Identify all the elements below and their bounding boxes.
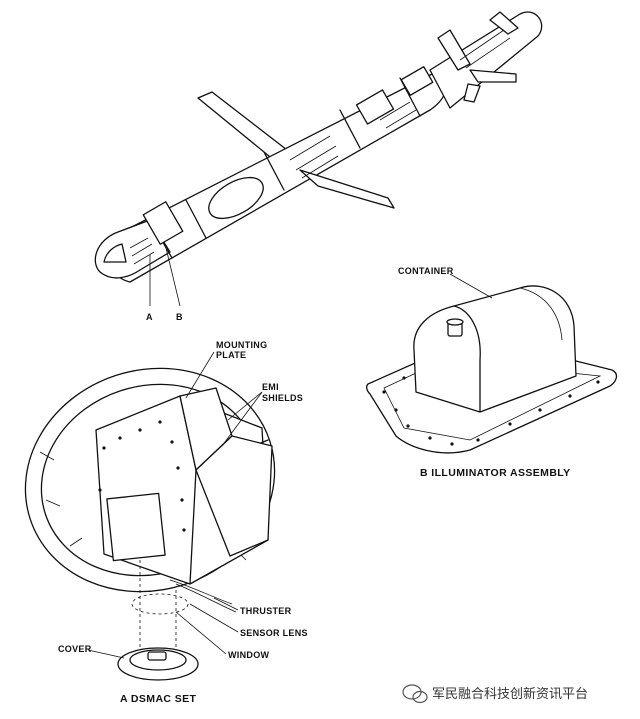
label-mounting-line1: MOUNTING <box>216 340 267 350</box>
label-thruster: THRUSTER <box>240 606 292 616</box>
wechat-logo-icon <box>402 684 428 704</box>
label-emi-line1: EMI <box>262 382 279 392</box>
label-mounting-line2: PLATE <box>216 350 246 360</box>
dsmac-set: MOUNTING PLATE EMI SHIELDS THRUSTER SENS… <box>24 340 308 705</box>
watermark: 军民融合科技创新资讯平台 <box>402 684 588 704</box>
caption-dsmac-set: A DSMAC SET <box>120 693 197 705</box>
callout-b: B <box>176 312 183 322</box>
watermark-text: 军民融合科技创新资讯平台 <box>432 686 588 702</box>
dsmac-bolts <box>98 420 186 532</box>
label-cover: COVER <box>58 644 92 654</box>
label-sensor-lens: SENSOR LENS <box>240 628 308 638</box>
caption-illuminator-assembly: B ILLUMINATOR ASSEMBLY <box>420 467 571 479</box>
label-container: CONTAINER <box>398 266 454 276</box>
label-window: WINDOW <box>228 650 269 660</box>
missile-cutaway: A B <box>94 11 543 322</box>
label-emi-line2: SHIELDS <box>262 393 303 403</box>
callout-a: A <box>146 312 153 322</box>
illuminator-assembly: CONTAINER B ILLUMINATOR ASSEMBLY <box>366 266 618 479</box>
cover-part <box>117 647 199 681</box>
